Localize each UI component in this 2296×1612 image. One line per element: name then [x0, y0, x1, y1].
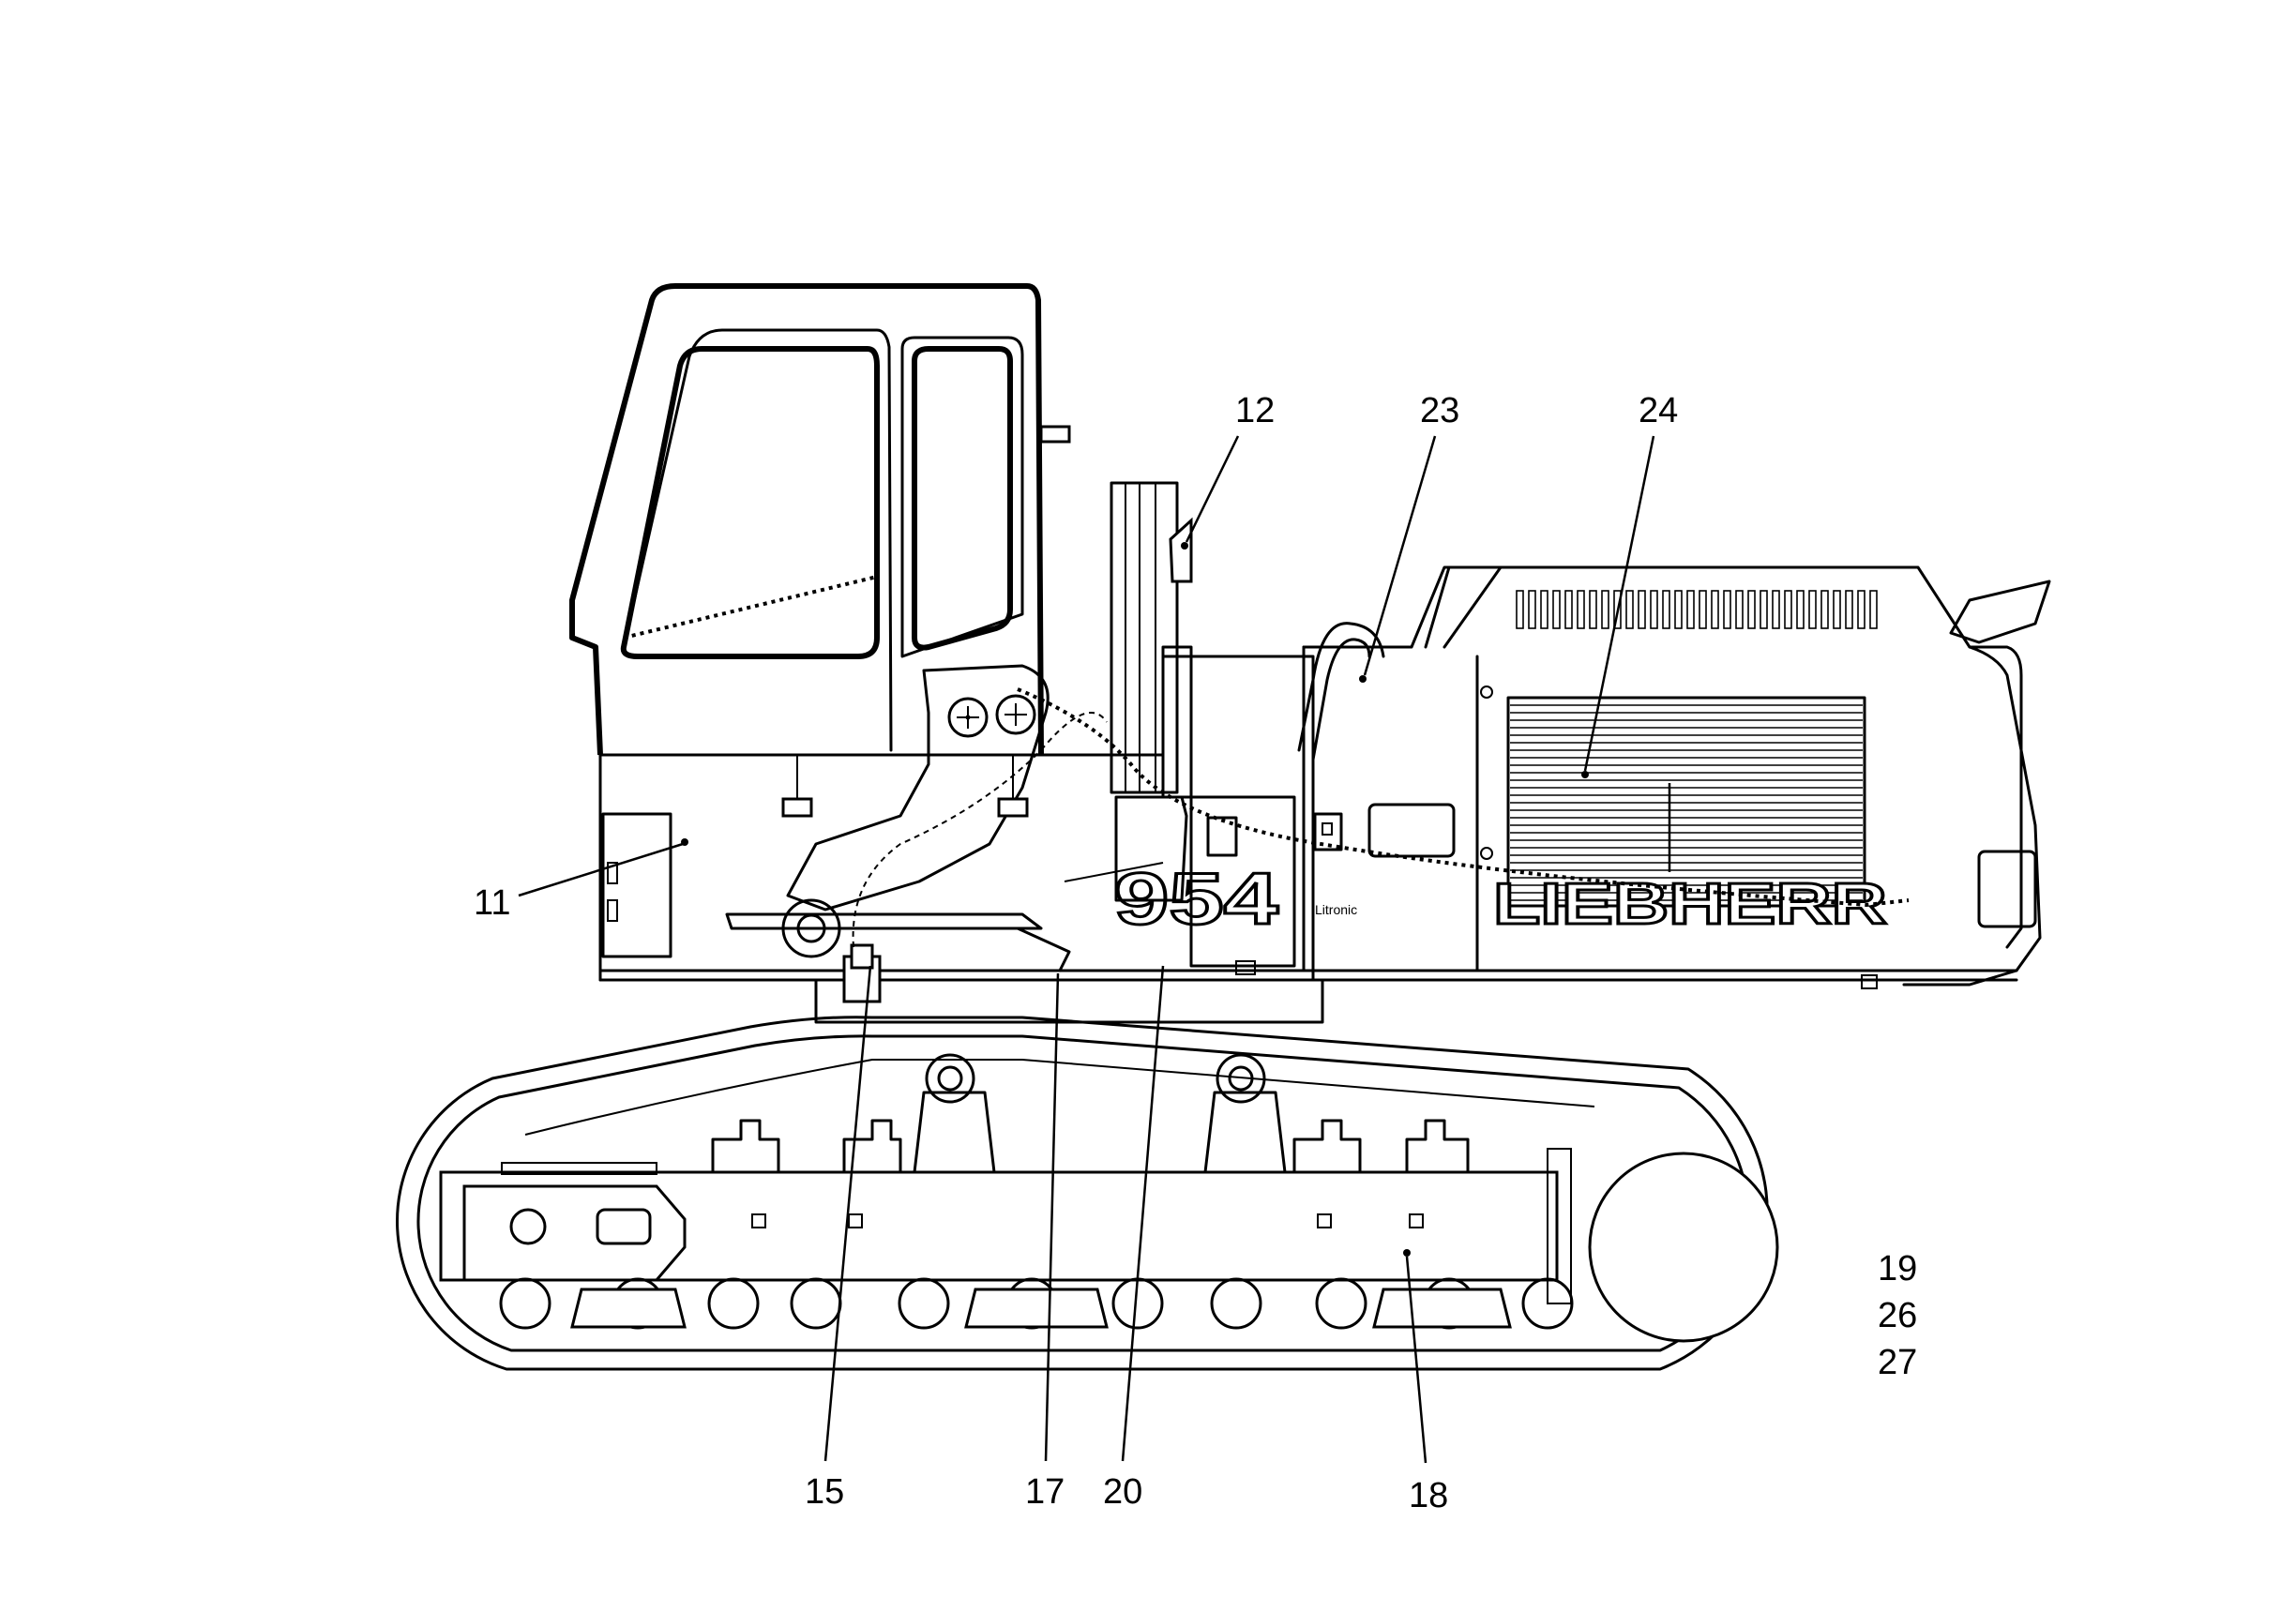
carrier-roller-stand-right	[1203, 1053, 1287, 1174]
rear-idler-slot	[596, 1208, 652, 1245]
control-box	[1189, 795, 1296, 968]
deck-lug	[1861, 974, 1878, 989]
step-bracket	[1016, 927, 1071, 972]
callout-26: 26	[1878, 1296, 1917, 1335]
callout-24: 24	[1639, 391, 1678, 430]
leader-18	[1405, 1256, 1427, 1464]
callout-12: 12	[1235, 391, 1275, 430]
frame-hole	[848, 1213, 863, 1228]
engine-cover-upper	[1424, 565, 2023, 949]
callout-15: 15	[805, 1472, 844, 1512]
deck-lug	[1235, 960, 1256, 975]
panel-bolt	[1480, 847, 1493, 860]
deck-lug	[997, 797, 1029, 818]
frame-hole	[1409, 1213, 1424, 1228]
uppercarriage: Litronic LIEBHERR 954	[598, 481, 2051, 1003]
leader-20	[1121, 965, 1165, 1462]
engine-hood	[1302, 565, 1503, 649]
step-mount-top	[850, 943, 874, 970]
cab-front-window	[620, 346, 880, 659]
callout-18: 18	[1409, 1476, 1448, 1515]
cab-shell	[569, 283, 1044, 756]
track-guards	[570, 1288, 1512, 1329]
leader-15	[823, 965, 872, 1462]
radiator-grille-lines	[1510, 704, 1863, 901]
mast-lamp	[1169, 517, 1193, 583]
boom-pivot-pin	[781, 898, 841, 958]
panel-bolt	[1480, 685, 1493, 699]
small-badge-text: Litronic	[1315, 902, 1357, 917]
track-inner-line	[524, 1059, 1595, 1136]
cab-side-window	[912, 346, 1013, 651]
frame-mount-pads	[711, 1119, 1470, 1174]
callout-17: 17	[1025, 1472, 1065, 1512]
toolbox-latch	[607, 899, 618, 922]
callout-20: 20	[1103, 1472, 1142, 1512]
deck-strut	[1064, 862, 1164, 882]
brand-logo-decal: LIEBHERR	[1493, 872, 1887, 937]
leader-11	[518, 842, 684, 897]
operator-cab	[569, 283, 1071, 757]
leader-17	[1044, 972, 1060, 1462]
deck-lug	[781, 797, 813, 818]
step-tread	[725, 912, 1043, 930]
rear-idler-housing	[462, 1184, 687, 1282]
cab-side-window-inner	[900, 336, 1024, 658]
panel-switch	[1313, 812, 1343, 851]
panel-switch-knob	[1322, 822, 1333, 836]
swing-ring	[814, 978, 1324, 1024]
cab-window-wiper	[623, 575, 878, 640]
callout-11: 11	[474, 883, 510, 923]
leader-23	[1363, 435, 1437, 676]
mast-column	[1110, 481, 1179, 794]
track-assembly	[396, 1016, 1779, 1371]
frame-hole	[751, 1213, 766, 1228]
front-idler-wheel	[1588, 1152, 1779, 1343]
carrier-roller-stand-left	[913, 1053, 996, 1174]
engine-louvers	[1516, 590, 1878, 629]
panel-window	[1367, 803, 1456, 858]
boom-mast	[1110, 481, 1193, 902]
exhaust-pipe	[1949, 580, 2051, 644]
toolbox-compartment	[601, 812, 672, 958]
counterweight-rear	[1902, 645, 2042, 987]
cab-antenna-mount	[1039, 425, 1071, 444]
leader-lines	[518, 435, 1671, 1464]
frame-hole	[1317, 1213, 1332, 1228]
callout-23: 23	[1420, 391, 1459, 430]
leader-24	[1583, 435, 1655, 772]
cab-door-frame	[622, 328, 893, 752]
handrail	[1297, 622, 1385, 761]
rear-idler-hole	[509, 1208, 547, 1245]
radiator-grille-frame	[1506, 696, 1866, 908]
leader-12	[1185, 435, 1240, 543]
model-number-decal: 954	[1114, 857, 1278, 940]
rear-light	[1977, 850, 2037, 928]
boom-foot-outline	[786, 664, 1050, 911]
callout-labels: 11 12 23 24 15 17 20 18 19 26 27	[474, 391, 1917, 1515]
access-step-assembly	[725, 664, 1910, 1003]
rear-guard-plate	[501, 1162, 657, 1175]
track-rollers	[499, 1277, 1574, 1330]
callout-27: 27	[1878, 1343, 1917, 1382]
control-box-switch	[1206, 816, 1238, 857]
track-frame-end-plate	[1547, 1148, 1572, 1304]
callout-19: 19	[1878, 1249, 1917, 1288]
toolbox-latch	[607, 862, 618, 884]
cylinder-pivot-1	[947, 697, 989, 738]
cylinder-pivot-2	[995, 694, 1036, 735]
boom-swing-path	[1017, 687, 1910, 908]
boom-clearance-line	[852, 712, 1108, 948]
